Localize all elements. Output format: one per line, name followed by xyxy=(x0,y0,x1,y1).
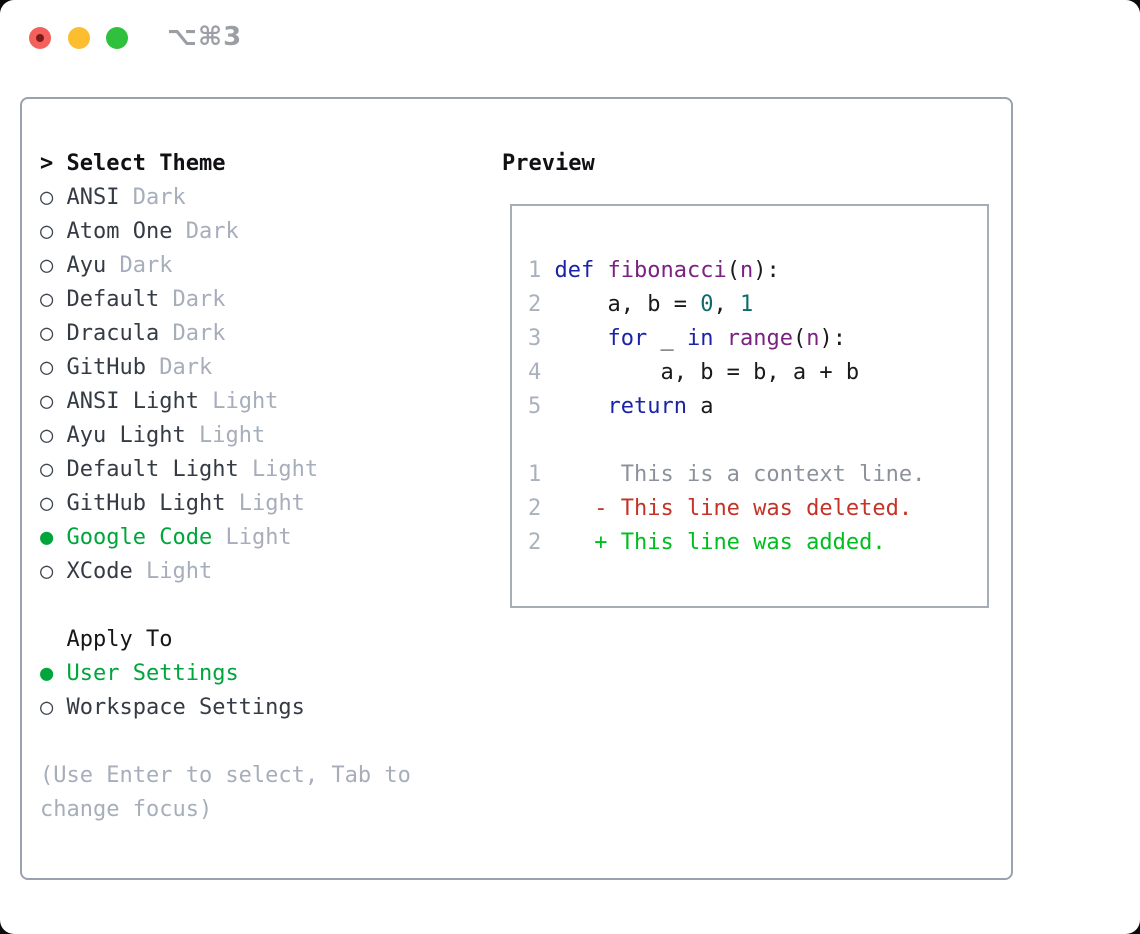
theme-variant: Dark xyxy=(132,185,186,210)
radio-unselected-icon: ○ xyxy=(40,389,54,414)
theme-variant: Light xyxy=(145,559,213,584)
radio-unselected-icon: ○ xyxy=(40,185,54,210)
theme-name: XCode xyxy=(66,559,133,584)
theme-name: Default Light xyxy=(66,457,239,482)
theme-name: Atom One xyxy=(66,219,173,244)
preview-line: 2 + This line was added. xyxy=(528,530,886,555)
theme-variant: Light xyxy=(251,457,319,482)
line-number: 2 xyxy=(528,292,542,317)
zoom-button[interactable] xyxy=(106,27,128,49)
minimize-button[interactable] xyxy=(68,27,90,49)
theme-name: ANSI xyxy=(66,185,120,210)
theme-selector-column: > Select Theme ○ ANSI Dark○ Atom One Dar… xyxy=(40,147,411,827)
line-number: 3 xyxy=(528,326,542,351)
theme-name: Default xyxy=(66,287,160,312)
preview-box: 1 def fibonacci(n): 2 a, b = 0, 1 3 for _ … xyxy=(510,204,989,608)
theme-name: ANSI Light xyxy=(66,389,199,414)
help-text-line-1: (Use Enter to select, Tab to xyxy=(40,763,411,788)
theme-variant: Light xyxy=(212,389,279,414)
apply-option-label: User Settings xyxy=(66,661,239,686)
help-text-line-2: change focus) xyxy=(40,797,213,822)
theme-name: GitHub xyxy=(66,355,146,380)
theme-name: Ayu xyxy=(66,253,107,278)
apply-option-user-settings[interactable]: ● User Settings xyxy=(40,657,411,691)
radio-unselected-icon: ○ xyxy=(40,355,54,380)
radio-selected-icon: ● xyxy=(40,525,54,550)
preview-title: Preview xyxy=(502,151,595,176)
line-number: 4 xyxy=(528,360,542,385)
line-number: 1 xyxy=(528,258,542,283)
apply-to-header: Apply To xyxy=(66,627,173,652)
focus-arrow-icon: > xyxy=(40,151,54,176)
preview-header: Preview xyxy=(502,147,595,181)
theme-name: Google Code xyxy=(66,525,213,550)
theme-variant: Dark xyxy=(159,355,213,380)
theme-option-dracula-dark[interactable]: ○ Dracula Dark xyxy=(40,317,411,351)
theme-option-ansi-dark[interactable]: ○ ANSI Dark xyxy=(40,181,411,215)
theme-variant: Dark xyxy=(119,253,173,278)
theme-variant: Dark xyxy=(185,219,239,244)
apply-option-label: Workspace Settings xyxy=(66,695,305,720)
line-number: 2 xyxy=(528,496,542,521)
select-theme-header: > Select Theme xyxy=(40,147,411,181)
close-button[interactable] xyxy=(29,27,51,49)
spacer xyxy=(40,725,411,759)
theme-name: Ayu Light xyxy=(66,423,186,448)
theme-option-github-dark[interactable]: ○ GitHub Dark xyxy=(40,351,411,385)
line-number: 1 xyxy=(528,462,542,487)
radio-selected-icon: ● xyxy=(40,661,54,686)
apply-to-list: ● User Settings○ Workspace Settings xyxy=(40,657,411,725)
theme-option-xcode-light[interactable]: ○ XCode Light xyxy=(40,555,411,589)
theme-option-google-code-light[interactable]: ● Google Code Light xyxy=(40,521,411,555)
select-theme-title: Select Theme xyxy=(66,151,226,176)
window-title: ⌥⌘3 xyxy=(167,22,243,52)
main-panel: > Select Theme ○ ANSI Dark○ Atom One Dar… xyxy=(20,97,1013,880)
theme-variant: Dark xyxy=(172,321,226,346)
window-titlebar: ⌥⌘3 xyxy=(0,0,1140,76)
apply-option-workspace-settings[interactable]: ○ Workspace Settings xyxy=(40,691,411,725)
radio-unselected-icon: ○ xyxy=(40,253,54,278)
theme-option-default-dark[interactable]: ○ Default Dark xyxy=(40,283,411,317)
preview-line: 4 a, b = b, a + b xyxy=(528,360,860,385)
theme-name: Dracula xyxy=(66,321,160,346)
theme-variant: Light xyxy=(225,525,292,550)
radio-unselected-icon: ○ xyxy=(40,423,54,448)
spacer xyxy=(40,589,411,623)
close-dot-icon xyxy=(36,34,44,42)
theme-variant: Light xyxy=(198,423,266,448)
preview-line xyxy=(528,424,987,458)
theme-option-ayu-dark[interactable]: ○ Ayu Dark xyxy=(40,249,411,283)
theme-option-ansi-light-light[interactable]: ○ ANSI Light Light xyxy=(40,385,411,419)
preview-line: 5 return a xyxy=(528,394,714,419)
preview-line: 1 This is a context line. xyxy=(528,462,926,487)
theme-variant: Light xyxy=(238,491,305,516)
preview-line: 1 def fibonacci(n): xyxy=(528,258,780,283)
theme-list: ○ ANSI Dark○ Atom One Dark○ Ayu Dark○ De… xyxy=(40,181,411,589)
preview-line: 3 for _ in range(n): xyxy=(528,326,846,351)
radio-unselected-icon: ○ xyxy=(40,219,54,244)
preview-line: 2 - This line was deleted. xyxy=(528,496,913,521)
preview-code: 1 def fibonacci(n): 2 a, b = 0, 1 3 for _ … xyxy=(528,254,987,560)
theme-name: GitHub Light xyxy=(66,491,226,516)
line-number: 2 xyxy=(528,530,542,555)
line-number: 5 xyxy=(528,394,542,419)
theme-variant: Dark xyxy=(172,287,226,312)
theme-option-atom-one-dark[interactable]: ○ Atom One Dark xyxy=(40,215,411,249)
theme-option-github-light-light[interactable]: ○ GitHub Light Light xyxy=(40,487,411,521)
radio-unselected-icon: ○ xyxy=(40,287,54,312)
preview-line: 2 a, b = 0, 1 xyxy=(528,292,754,317)
radio-unselected-icon: ○ xyxy=(40,321,54,346)
radio-unselected-icon: ○ xyxy=(40,695,54,720)
radio-unselected-icon: ○ xyxy=(40,559,54,584)
theme-option-ayu-light-light[interactable]: ○ Ayu Light Light xyxy=(40,419,411,453)
radio-unselected-icon: ○ xyxy=(40,457,54,482)
radio-unselected-icon: ○ xyxy=(40,491,54,516)
theme-option-default-light-light[interactable]: ○ Default Light Light xyxy=(40,453,411,487)
